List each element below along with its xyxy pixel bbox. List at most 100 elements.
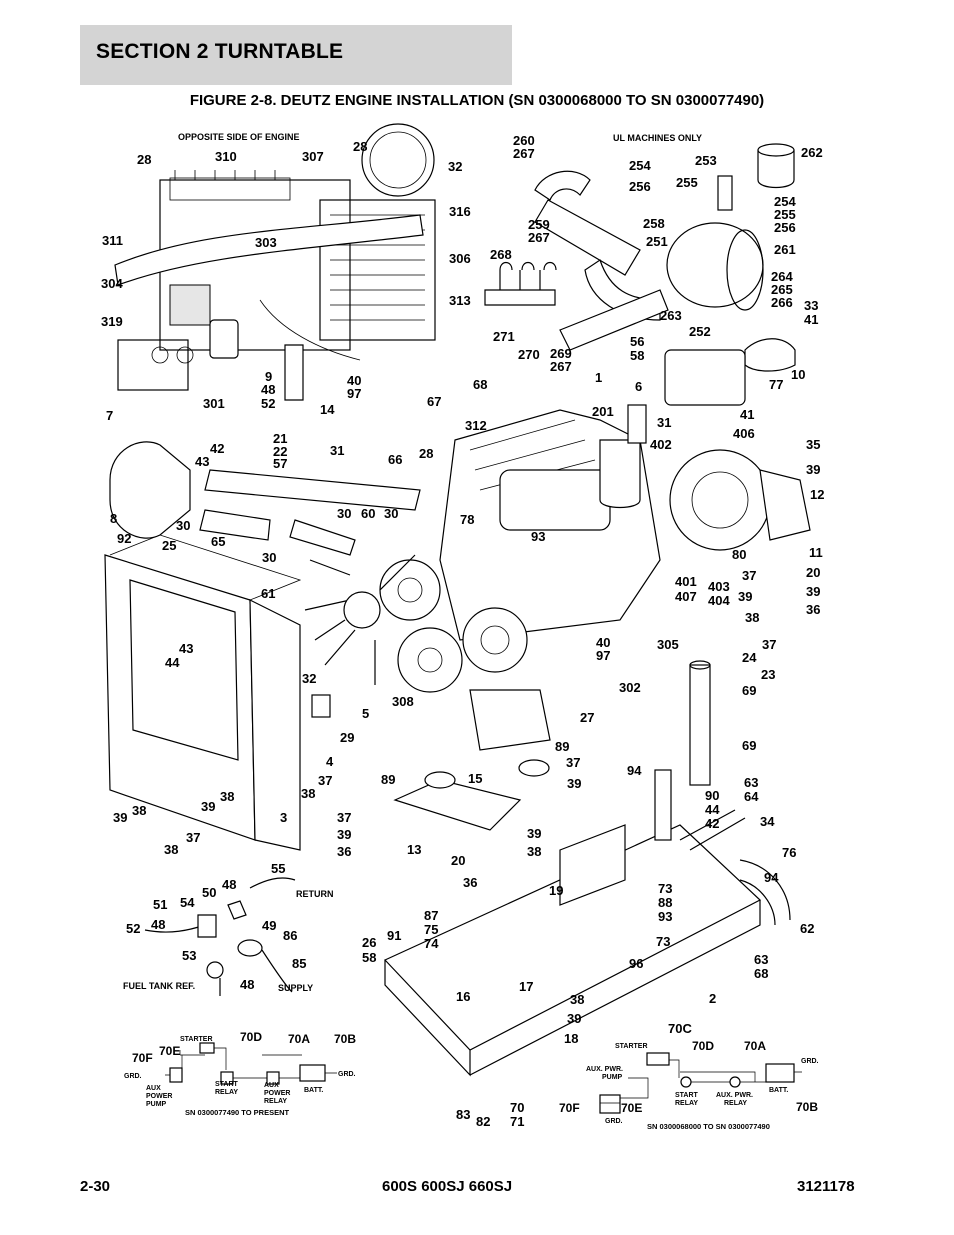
- callout: 85: [292, 956, 306, 971]
- callout: 22: [273, 444, 287, 459]
- callout: 56: [630, 334, 644, 349]
- callout: 2: [709, 991, 716, 1006]
- callout: 48: [240, 977, 254, 992]
- callout: 23: [761, 667, 775, 682]
- callout: 68: [754, 966, 768, 981]
- callout: 37: [762, 637, 776, 652]
- callout: 407: [675, 589, 697, 604]
- callout: 44: [705, 802, 720, 817]
- wiring-left-labels: STARTER 70D 70A 70B 70E 70F GRD. GRD. AU…: [124, 1030, 356, 1117]
- callout: 58: [362, 950, 376, 965]
- callout: 94: [627, 763, 642, 778]
- wiring-right-illustration: [599, 1052, 802, 1114]
- wr-apr2: RELAY: [724, 1100, 747, 1107]
- wr-grd: GRD.: [801, 1058, 819, 1065]
- callout: 307: [302, 149, 324, 164]
- callout: 18: [564, 1031, 578, 1046]
- callout-labels: 28 310 307 28 32 316 311 303 306 304 313…: [101, 133, 824, 1129]
- callout: 38: [570, 992, 584, 1007]
- wl-apr3: RELAY: [264, 1098, 287, 1105]
- callout: 255: [774, 207, 796, 222]
- fuel-lines-illustration: [144, 877, 296, 996]
- wr-serial-range: SN 0300068000 TO SN 0300077490: [647, 1122, 770, 1131]
- callout: 20: [451, 853, 465, 868]
- callout: 30: [337, 506, 351, 521]
- callout: 310: [215, 149, 237, 164]
- callout: 58: [630, 348, 644, 363]
- callout: 75: [424, 922, 438, 937]
- wl-grd: GRD.: [124, 1073, 142, 1080]
- callout: 73: [656, 934, 670, 949]
- callout: 89: [555, 739, 569, 754]
- wl-starter: STARTER: [180, 1036, 213, 1043]
- callout: 48: [222, 877, 236, 892]
- wr-70f: 70F: [559, 1101, 580, 1115]
- callout: 10: [791, 367, 805, 382]
- engine-main-illustration: [109, 349, 811, 751]
- wl-70a: 70A: [288, 1032, 310, 1046]
- wr-apr1: AUX. PWR.: [716, 1092, 753, 1099]
- figure-number: FIGURE 2-8.: [189, 92, 277, 109]
- callout: 39: [337, 827, 351, 842]
- wr-grd2: GRD.: [605, 1118, 623, 1125]
- callout: 57: [273, 456, 287, 471]
- callout: 31: [330, 443, 344, 458]
- callout: 86: [283, 928, 297, 943]
- callout: 39: [201, 799, 215, 814]
- callout: 48: [261, 382, 275, 397]
- callout: 70C: [668, 1021, 692, 1036]
- wl-start2: RELAY: [215, 1089, 238, 1096]
- callout: 37: [566, 755, 580, 770]
- callout: 39: [113, 810, 127, 825]
- callout: 1: [595, 370, 602, 385]
- callout: 39: [806, 584, 820, 599]
- callout: 26: [362, 935, 376, 950]
- callout: 38: [301, 786, 315, 801]
- callout: 311: [102, 233, 123, 248]
- callout: 32: [448, 159, 462, 174]
- wr-start2: RELAY: [675, 1100, 698, 1107]
- callout: 28: [137, 152, 151, 167]
- callout: 268: [490, 247, 512, 262]
- callout: 312: [465, 418, 487, 433]
- callout: 67: [427, 394, 441, 409]
- callout: 68: [473, 377, 487, 392]
- turntable-illustration: [383, 660, 791, 1077]
- callout: 38: [745, 610, 759, 625]
- wr-aux2: PUMP: [602, 1074, 623, 1081]
- callout: 30: [176, 518, 190, 533]
- note-supply: SUPPLY: [278, 983, 313, 993]
- wiring-left-illustration: [165, 1042, 337, 1085]
- wl-70f: 70F: [132, 1051, 153, 1065]
- callout: 11: [809, 545, 823, 560]
- callout: 77: [769, 377, 783, 392]
- callout: 3: [280, 810, 287, 825]
- callout: 267: [550, 359, 572, 374]
- callout: 14: [320, 402, 335, 417]
- note-fuel-tank-ref: FUEL TANK REF.: [123, 981, 195, 991]
- callout: 37: [318, 773, 332, 788]
- wr-aux1: AUX. PWR.: [586, 1066, 623, 1073]
- callout: 36: [337, 844, 351, 859]
- callout: 65: [211, 534, 225, 549]
- callout: 252: [689, 324, 711, 339]
- callout: 70: [510, 1100, 524, 1115]
- callout: 93: [658, 909, 672, 924]
- wl-aux2: POWER: [146, 1093, 172, 1100]
- callout: 55: [271, 861, 285, 876]
- wl-70e: 70E: [159, 1044, 180, 1058]
- wiring-right-labels: STARTER 70D 70A GRD. AUX. PWR. PUMP STAR…: [559, 1039, 819, 1131]
- callout: 201: [592, 404, 614, 419]
- callout: 269: [550, 346, 572, 361]
- callout: 90: [705, 788, 719, 803]
- figure-title: FIGURE 2-8. DEUTZ ENGINE INSTALLATION (S…: [0, 92, 954, 109]
- callout: 30: [262, 550, 276, 565]
- wl-70b: 70B: [334, 1032, 356, 1046]
- callout: 267: [528, 230, 550, 245]
- callout: 30: [384, 506, 398, 521]
- callout: 73: [658, 881, 672, 896]
- callout: 256: [774, 220, 796, 235]
- callout: 308: [392, 694, 414, 709]
- callout: 35: [806, 437, 820, 452]
